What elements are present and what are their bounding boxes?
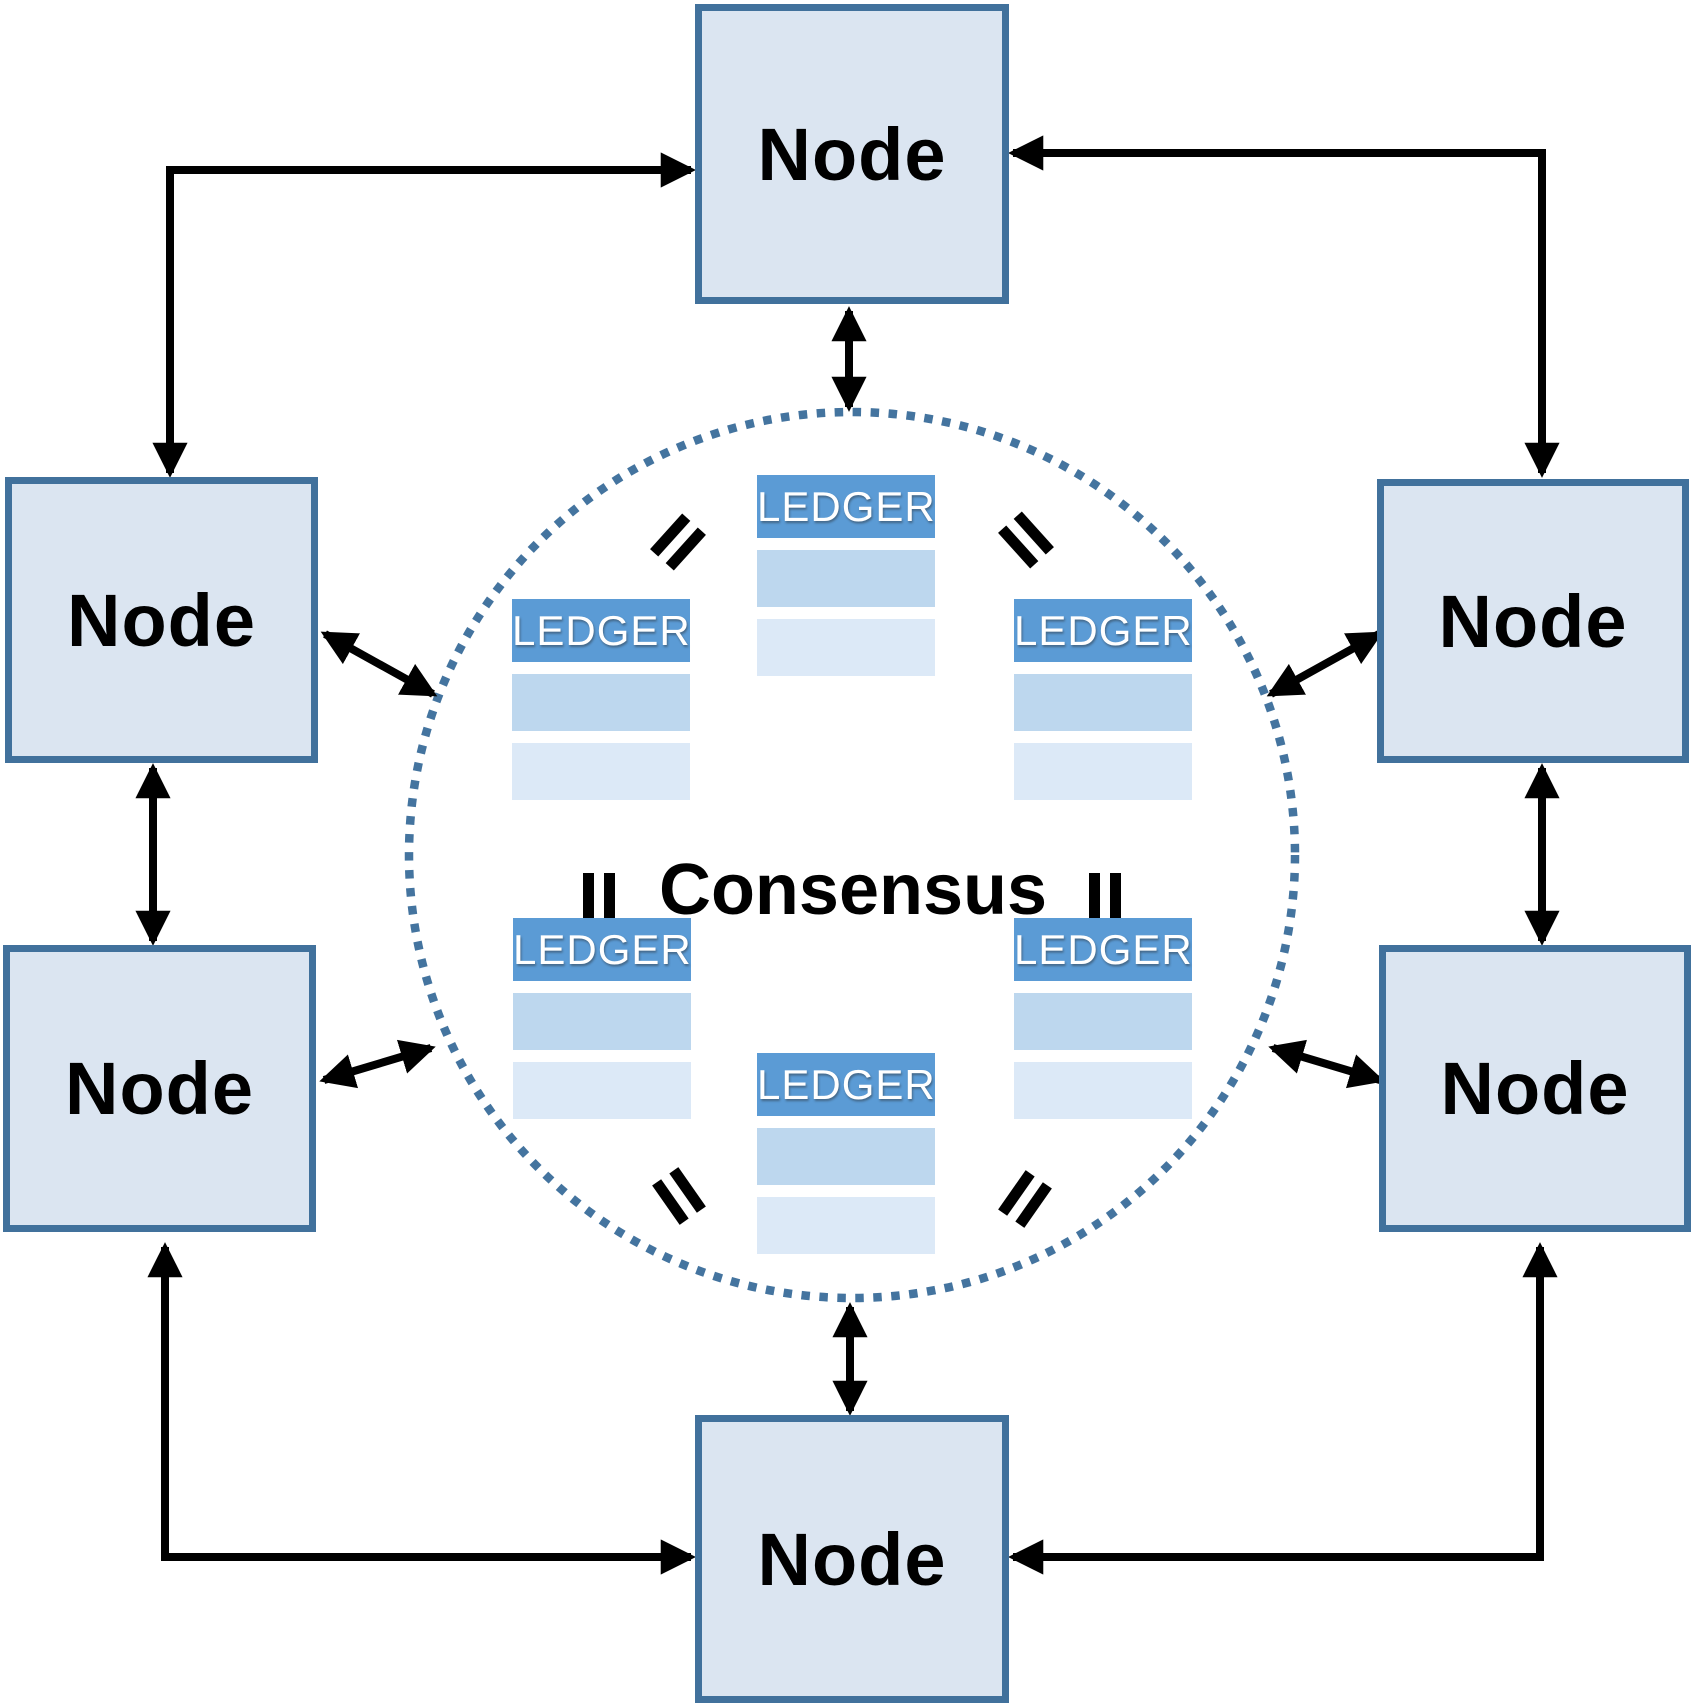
connector-bottom-right-elbow <box>1008 1242 1558 1575</box>
node-label: Node <box>1438 579 1628 663</box>
ledger-row <box>757 619 935 676</box>
ledger-title: LEDGER <box>513 918 691 981</box>
node-box-right-upper: Node <box>1377 479 1689 763</box>
ledger-title: LEDGER <box>1014 599 1192 662</box>
node-box-bottom: Node <box>695 1415 1009 1703</box>
node-box-left-upper: Node <box>5 477 318 763</box>
connector-top-right-elbow <box>1008 135 1560 478</box>
node-label: Node <box>67 578 256 662</box>
connector-left-upper-circle <box>320 630 438 698</box>
connector-left-lower-circle <box>319 1039 436 1089</box>
node-box-top: Node <box>695 4 1009 304</box>
ledger-bottom-center: LEDGER <box>757 1053 935 1254</box>
ledger-title: LEDGER <box>1014 918 1192 981</box>
connector-top-left-elbow <box>152 152 696 478</box>
ledger-top-center: LEDGER <box>757 475 935 676</box>
ledger-row <box>757 550 935 607</box>
ledger-row <box>1014 743 1192 800</box>
ledger-row <box>513 1062 691 1119</box>
ledger-title: LEDGER <box>757 475 935 538</box>
ledger-lower-right: LEDGER <box>1014 918 1192 1119</box>
ledger-row <box>512 743 690 800</box>
equivalence-mark-bottom-left <box>652 1167 706 1225</box>
equivalence-mark-bottom-right <box>998 1170 1052 1228</box>
equivalence-mark-top-left <box>650 513 706 571</box>
ledger-upper-right: LEDGER <box>1014 599 1192 800</box>
ledger-row <box>513 993 691 1050</box>
ledger-title: LEDGER <box>757 1053 935 1116</box>
node-label: Node <box>757 112 947 196</box>
node-label: Node <box>757 1517 947 1601</box>
node-box-right-lower: Node <box>1379 945 1691 1232</box>
ledger-row <box>757 1197 935 1254</box>
ledger-row <box>1014 674 1192 731</box>
equivalence-mark-top-right <box>998 511 1054 569</box>
node-box-left-lower: Node <box>3 945 316 1232</box>
ledger-title: LEDGER <box>512 599 690 662</box>
ledger-row <box>757 1128 935 1185</box>
ledger-lower-left: LEDGER <box>513 918 691 1119</box>
ledger-row <box>512 674 690 731</box>
node-label: Node <box>65 1047 254 1130</box>
ledger-upper-left: LEDGER <box>512 599 690 800</box>
ledger-row <box>1014 1062 1192 1119</box>
connector-bottom-left-elbow <box>147 1242 696 1575</box>
connector-right-upper-circle <box>1266 630 1384 698</box>
consensus-circle <box>404 407 1300 1303</box>
ledger-row <box>1014 993 1192 1050</box>
consensus-label: Consensus <box>658 850 1048 930</box>
connector-right-lower-circle <box>1268 1039 1385 1089</box>
equivalence-mark-middle-right <box>1089 873 1121 921</box>
equivalence-mark-middle-left <box>583 873 615 921</box>
node-label: Node <box>1440 1047 1630 1130</box>
